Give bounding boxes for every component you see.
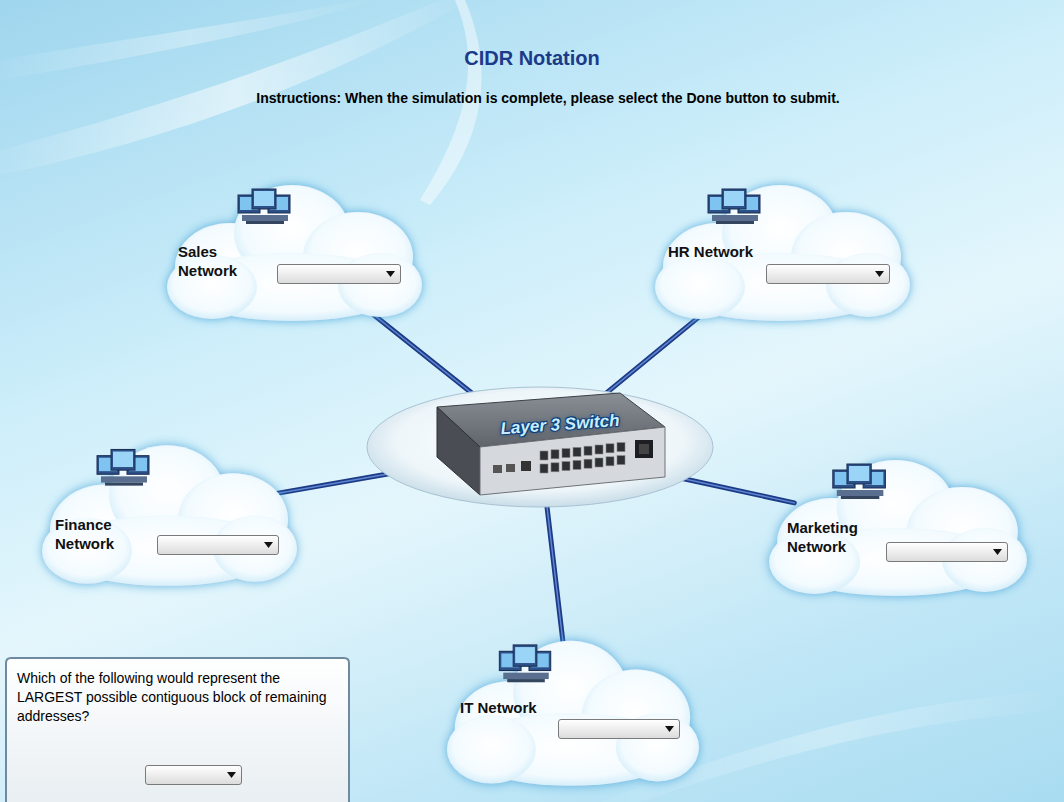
cloud-shape xyxy=(35,435,300,590)
network-cloud: Finance Network xyxy=(35,435,300,590)
switch-ports xyxy=(540,443,625,473)
dropdown-arrow xyxy=(993,549,1002,555)
dropdown-select xyxy=(558,719,680,739)
computer-icon xyxy=(833,464,886,499)
dropdown-arrow xyxy=(875,271,884,277)
computer-icon xyxy=(499,645,550,682)
switch-node: Layer 3 Switch xyxy=(365,385,715,510)
network-cloud: Marketing Network xyxy=(762,450,1030,600)
dropdown-arrow xyxy=(227,772,236,778)
dropdown-select xyxy=(157,535,279,555)
dropdown-arrow xyxy=(386,271,395,277)
network-name: HR Network xyxy=(668,242,758,261)
computer-icon xyxy=(97,449,149,485)
computer-icon xyxy=(238,189,290,224)
dropdown-select xyxy=(145,765,242,785)
network-cloud: HR Network xyxy=(648,175,913,325)
dropdown-select xyxy=(886,542,1008,562)
dropdown-arrow xyxy=(665,726,674,732)
page-title: CIDR Notation xyxy=(0,47,1064,70)
network-name: IT Network xyxy=(460,698,540,717)
network-link xyxy=(670,476,794,503)
network-link xyxy=(546,497,564,647)
dropdown-arrow xyxy=(264,542,273,548)
network-name: Sales Network xyxy=(178,242,268,280)
network-name: Finance Network xyxy=(55,515,155,553)
network-cloud: IT Network xyxy=(440,630,702,790)
question-box: Which of the following would represent t… xyxy=(5,657,350,802)
computer-icon xyxy=(708,189,760,224)
network-cloud: Sales Network xyxy=(160,175,425,325)
network-link xyxy=(271,472,402,495)
question-text: Which of the following would represent t… xyxy=(17,669,342,726)
layer3-switch-illustration xyxy=(365,385,715,510)
instructions-text: Instructions: When the simulation is com… xyxy=(0,90,1064,106)
dropdown-select xyxy=(766,264,890,284)
dropdown-select xyxy=(277,264,401,284)
network-name: Marketing Network xyxy=(787,518,887,556)
